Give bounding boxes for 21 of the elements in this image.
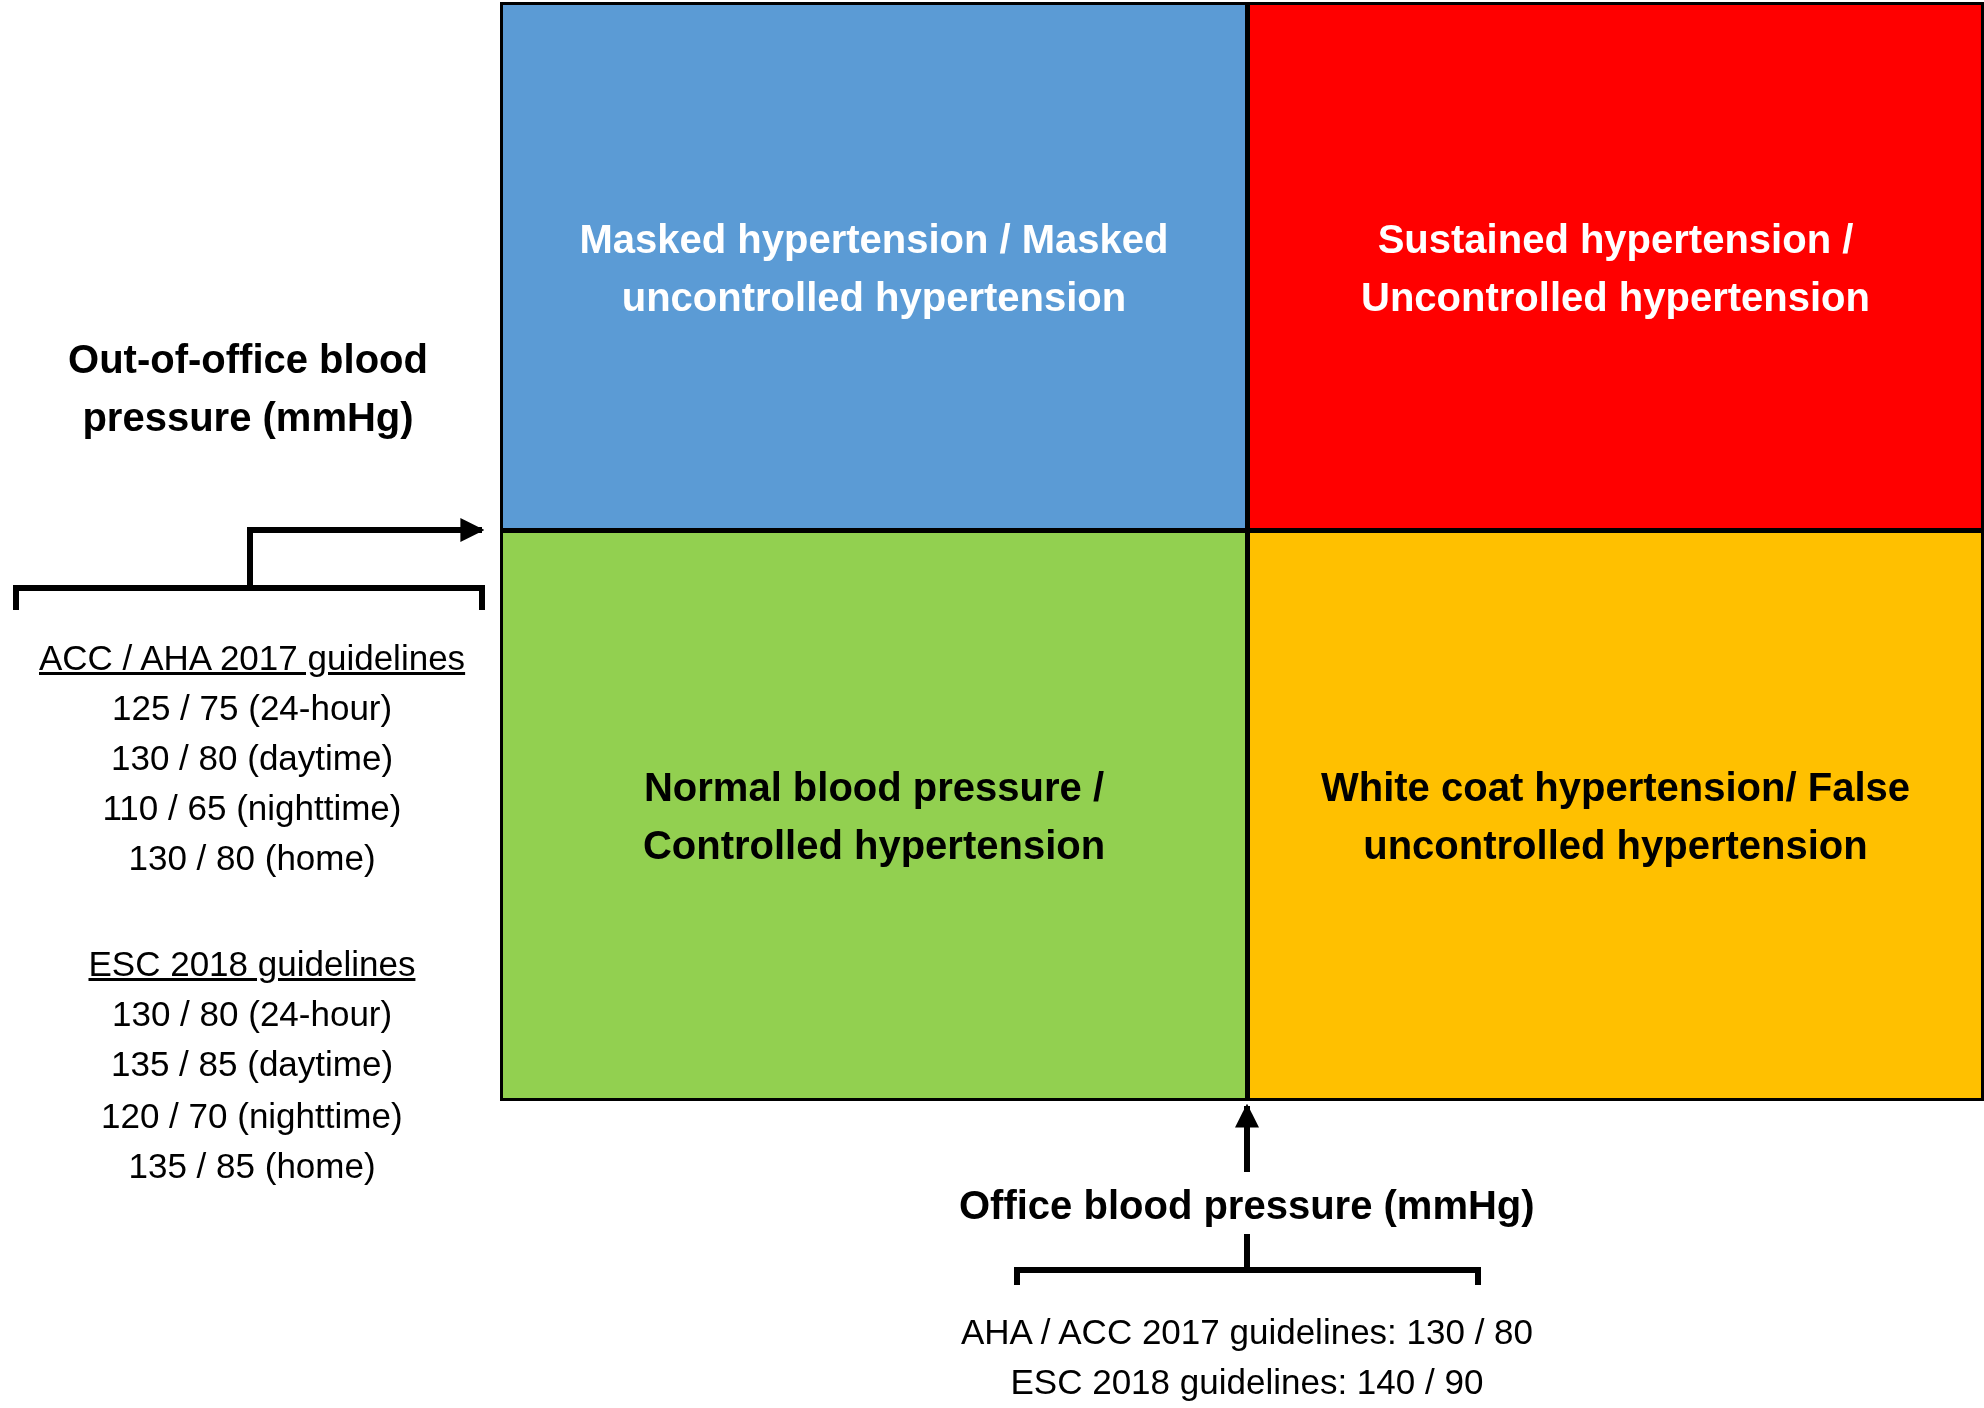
guideline-heading: ESC 2018 guidelines bbox=[88, 943, 416, 985]
threshold-text: 120 / 70 (nighttime) bbox=[101, 1095, 403, 1137]
quadrant bbox=[1247, 2, 1984, 531]
quadrant bbox=[500, 530, 1248, 1101]
threshold-text: ESC 2018 guidelines: 140 / 90 bbox=[1010, 1361, 1484, 1403]
quadrant bbox=[1247, 530, 1984, 1101]
quadrant-label: Masked hypertension / Masked uncontrolled hypertension bbox=[578, 216, 1170, 321]
quadrant bbox=[500, 2, 1248, 531]
threshold-text: 135 / 85 (home) bbox=[128, 1145, 376, 1187]
quadrant-label: White coat hypertension/ False uncontrolled hypertension bbox=[1320, 763, 1911, 869]
threshold-text: 125 / 75 (24-hour) bbox=[112, 687, 393, 729]
guideline-heading: ACC / AHA 2017 guidelines bbox=[39, 637, 466, 679]
threshold-text: 130 / 80 (home) bbox=[128, 837, 376, 879]
threshold-text: 135 / 85 (daytime) bbox=[111, 1043, 394, 1085]
quadrant-label: Normal blood pressure / Controlled hypertension bbox=[641, 763, 1107, 869]
threshold-text: 110 / 65 (nighttime) bbox=[102, 787, 402, 829]
threshold-text: 130 / 80 (daytime) bbox=[111, 737, 394, 779]
threshold-text: 130 / 80 (24-hour) bbox=[112, 993, 393, 1035]
quadrant-label: Sustained hypertension / Uncontrolled hypertension bbox=[1360, 216, 1871, 321]
threshold-text: AHA / ACC 2017 guidelines: 130 / 80 bbox=[961, 1311, 1534, 1353]
axis-title: Out-of-office blood pressure (mmHg) bbox=[67, 336, 429, 441]
